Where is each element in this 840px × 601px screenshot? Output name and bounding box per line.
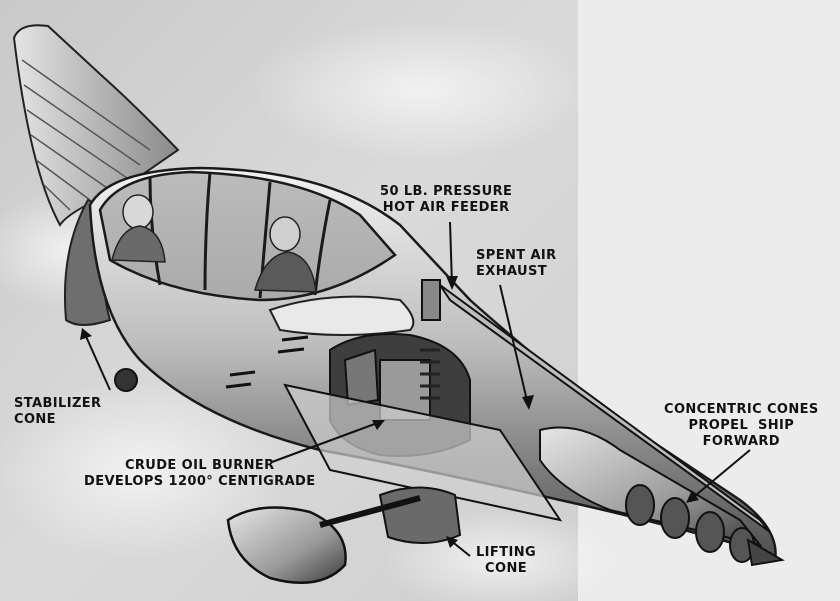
label-line: EXHAUST [476,264,548,279]
label-line: PROPEL SHIP [688,418,795,433]
nozzle-rings [625,484,755,563]
label-line: DEVELOPS 1200° CENTIGRADE [84,474,316,489]
lifting-cone [378,486,462,545]
pilot-rear [111,194,166,263]
label-line: STABILIZER [14,396,102,411]
cowl [268,295,415,336]
label-concentric-cones: CONCENTRIC CONES PROPEL SHIP FORWARD [664,402,819,450]
arrowhead [372,420,385,430]
leader-spent-air [499,284,529,406]
arrowhead [686,490,699,503]
vents [225,335,309,389]
arrowhead [446,276,458,290]
label-line: CONCENTRIC CONES [664,402,819,417]
arrowhead [446,536,458,548]
rear-wheel [114,368,138,392]
hot-air-feeder-pipe [439,284,771,533]
cloud [0,380,290,560]
leader-pressure-feeder [449,221,453,286]
label-line: CONE [14,412,56,427]
leader-stabilizer [83,331,111,391]
arrowhead [80,328,92,340]
label-stabilizer-cone: STABILIZER CONE [14,396,101,428]
wingtip-pod [226,506,347,584]
label-lifting-cone: LIFTING CONE [476,545,536,577]
fin-ribs [21,59,151,211]
label-line: LIFTING [476,545,537,560]
canopy [98,170,397,302]
label-line: SPENT AIR [476,248,557,263]
radiator [343,348,380,407]
leader-oil-burner [271,421,381,463]
feeder-valve [421,279,441,321]
label-spent-air: SPENT AIR EXHAUST [476,248,557,280]
leader-concentric [689,449,751,501]
label-pressure-feeder: 50 LB. PRESSURE HOT AIR FEEDER [380,184,512,216]
leader-lines [83,221,751,557]
pilot-front [254,216,317,293]
wing [283,383,563,522]
nose-tip [746,538,785,567]
label-line: FORWARD [702,434,781,449]
pod-strut [319,495,421,528]
label-line: CONE [485,561,527,576]
label-line: CRUDE OIL BURNER [124,458,275,473]
label-oil-burner: CRUDE OIL BURNER DEVELOPS 1200° CENTIGRA… [84,458,316,490]
arrowhead [522,395,534,410]
arrowheads [80,276,699,548]
cloud [250,20,590,160]
label-line: HOT AIR FEEDER [382,200,510,215]
burner-coil [420,348,440,400]
label-line: 50 LB. PRESSURE [380,184,513,199]
